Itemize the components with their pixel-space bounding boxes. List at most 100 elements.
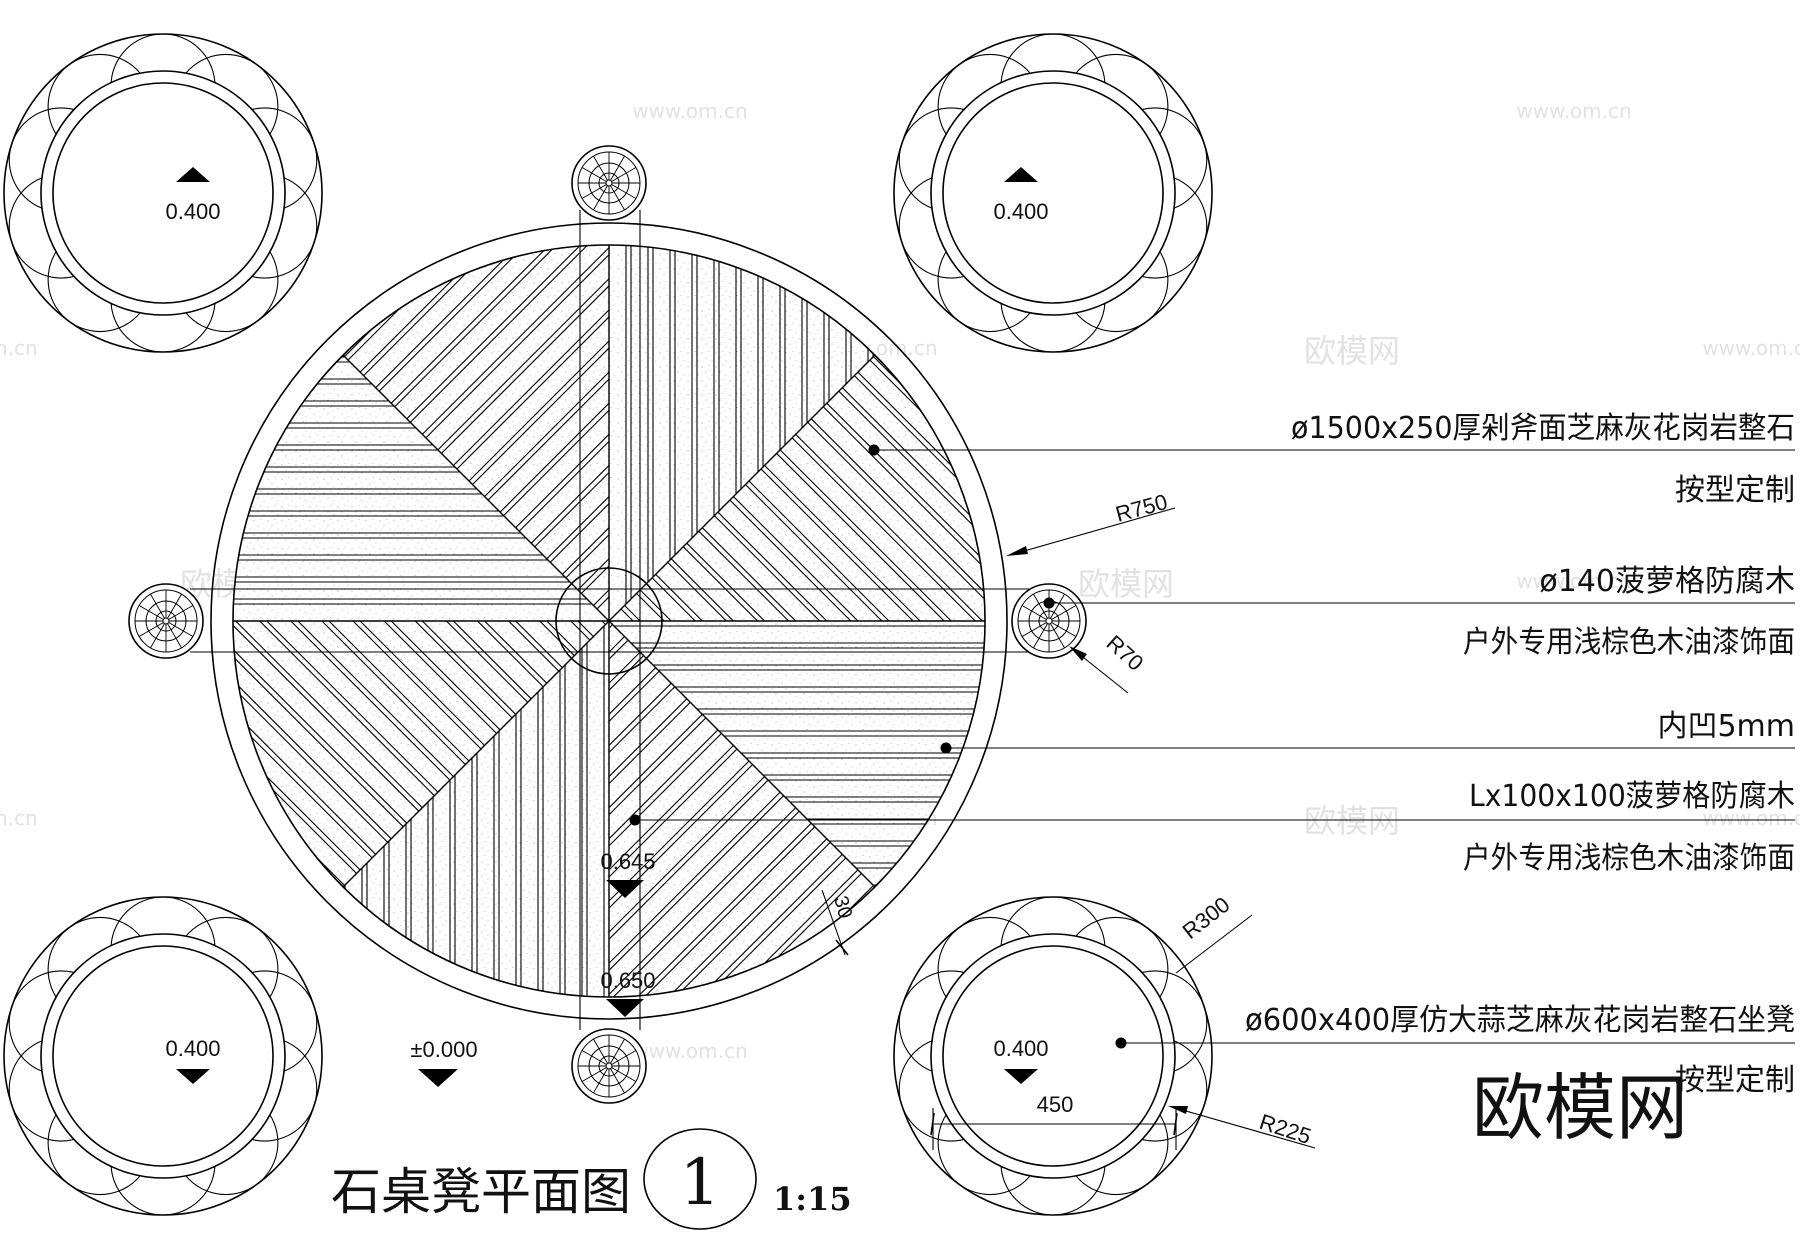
watermark-brand: 欧模网 [1304,802,1400,840]
post-crack [611,1050,637,1065]
dim-450: 450 [1037,1092,1074,1117]
sector-divider [608,354,876,622]
drawing-title: 石桌凳平面图 [331,1163,631,1221]
stool [893,896,1213,1216]
elevation-down-triangle [606,880,644,898]
note-post-1: ø140菠萝格防腐木 [1539,564,1795,599]
dim-tick [835,939,849,956]
wood-posts [128,145,1087,1104]
stone-stools [3,33,1213,1216]
watermark-url: www.om.cn [1516,569,1631,593]
note-stool-1: ø600x400厚仿大蒜芝麻灰花岗岩整石坐凳 [1245,1003,1795,1038]
arrowhead [1069,646,1087,661]
note-post-2: 户外专用浅棕色木油漆饰面 [1463,625,1795,660]
note-leaders [629,444,1795,1049]
post-crack [138,622,164,637]
dim-30-line [821,889,846,956]
post-crack [610,1068,625,1094]
watermark-url: www.om.cn [632,1039,747,1063]
post-crack [1051,605,1077,620]
post-crack [1021,605,1047,620]
post-crack [611,167,637,182]
post-crack [150,593,165,619]
table-outer-edge [210,222,1008,1020]
post-crack [167,593,182,619]
dim-r300: R300 [1178,892,1235,944]
elevation-ground: ±0.000 [410,1037,477,1062]
note-slat-1: Lx100x100菠萝格防腐木 [1469,779,1795,814]
note-recess: 内凹5mm [1657,709,1795,744]
drawing-number-circle [643,1128,757,1230]
arrowhead [1006,546,1028,556]
sector-divider [342,354,610,622]
elevation-down-triangle [1004,1069,1038,1084]
wood-post [571,145,647,221]
leader-dot [868,444,880,456]
r300-leader [1175,914,1253,974]
post-crack [168,622,194,637]
stool-seat [942,82,1164,304]
post-crack [1050,593,1065,619]
wood-post [571,1028,647,1104]
watermark-logo: 欧模网 [1472,1066,1688,1150]
wood-post [1011,583,1087,659]
post-crack [593,185,608,211]
slat-sector [233,356,609,621]
elevation-down-triangle [418,1069,458,1087]
note-slat-2: 户外专用浅棕色木油漆饰面 [1463,841,1795,876]
stool-seat [942,945,1164,1167]
watermark-brand: 欧模网 [1304,332,1400,370]
sector-divider [608,620,876,888]
table-inner-edge [232,244,986,998]
leader-dot [629,814,641,826]
post-crack [1033,623,1048,649]
watermark-url: www.om.cn [0,806,38,830]
elevation-down-triangle [176,1069,210,1084]
stool-seat [52,82,274,304]
post-crack [581,184,607,199]
elevation-markers: 0.400 0.400 0.400 0.400 0.645 0.650 ±0.0… [165,167,1049,1087]
drawing-scale: 1:15 [773,1180,852,1218]
leader-dot [940,742,952,754]
drawing-number: 1 [680,1146,721,1220]
sector-divider [342,620,610,888]
elevation-stool-br: 0.400 [993,1036,1048,1061]
dim-r70: R70 [1102,630,1149,676]
stool-seat [52,945,274,1167]
elevation-stool-bl: 0.400 [165,1036,220,1061]
post-crack [593,1068,608,1094]
post-outer-ring [571,1028,647,1104]
wood-slats [233,245,985,997]
post-crack [1021,622,1047,637]
elevation-table-top: 0.650 [600,968,655,993]
post-crack [138,605,164,620]
watermark-url: www.om.cn [1516,99,1631,123]
stone-table [190,210,1030,1030]
watermark-url: www.om.cn [1702,806,1800,830]
table-center-boss [555,567,663,675]
post-crack [593,155,608,181]
r750-leader [1009,507,1176,556]
post-crack [581,1050,607,1065]
post-crack [610,185,625,211]
watermark-url: www.om.cn [0,336,38,360]
watermark-url: www.om.cn [1702,336,1800,360]
post-crack [150,623,165,649]
stool [3,33,323,353]
dim-r750: R750 [1113,489,1170,527]
elevation-stool-tl: 0.400 [165,199,220,224]
leader-dot [1043,597,1055,609]
elevation-up-triangle [1004,167,1038,182]
post-crack [1051,622,1077,637]
note-table-stone-2: 按型定制 [1675,473,1795,508]
post-crack [611,1067,637,1082]
post-outer-ring [571,145,647,221]
elevation-table-inner: 0.645 [600,849,655,874]
post-crack [611,184,637,199]
elevation-down-triangle [606,999,644,1017]
elevation-up-triangle [176,167,210,182]
post-crack [1033,593,1048,619]
post-crack [581,1067,607,1082]
watermark-brand: 欧模网 [1078,565,1174,603]
